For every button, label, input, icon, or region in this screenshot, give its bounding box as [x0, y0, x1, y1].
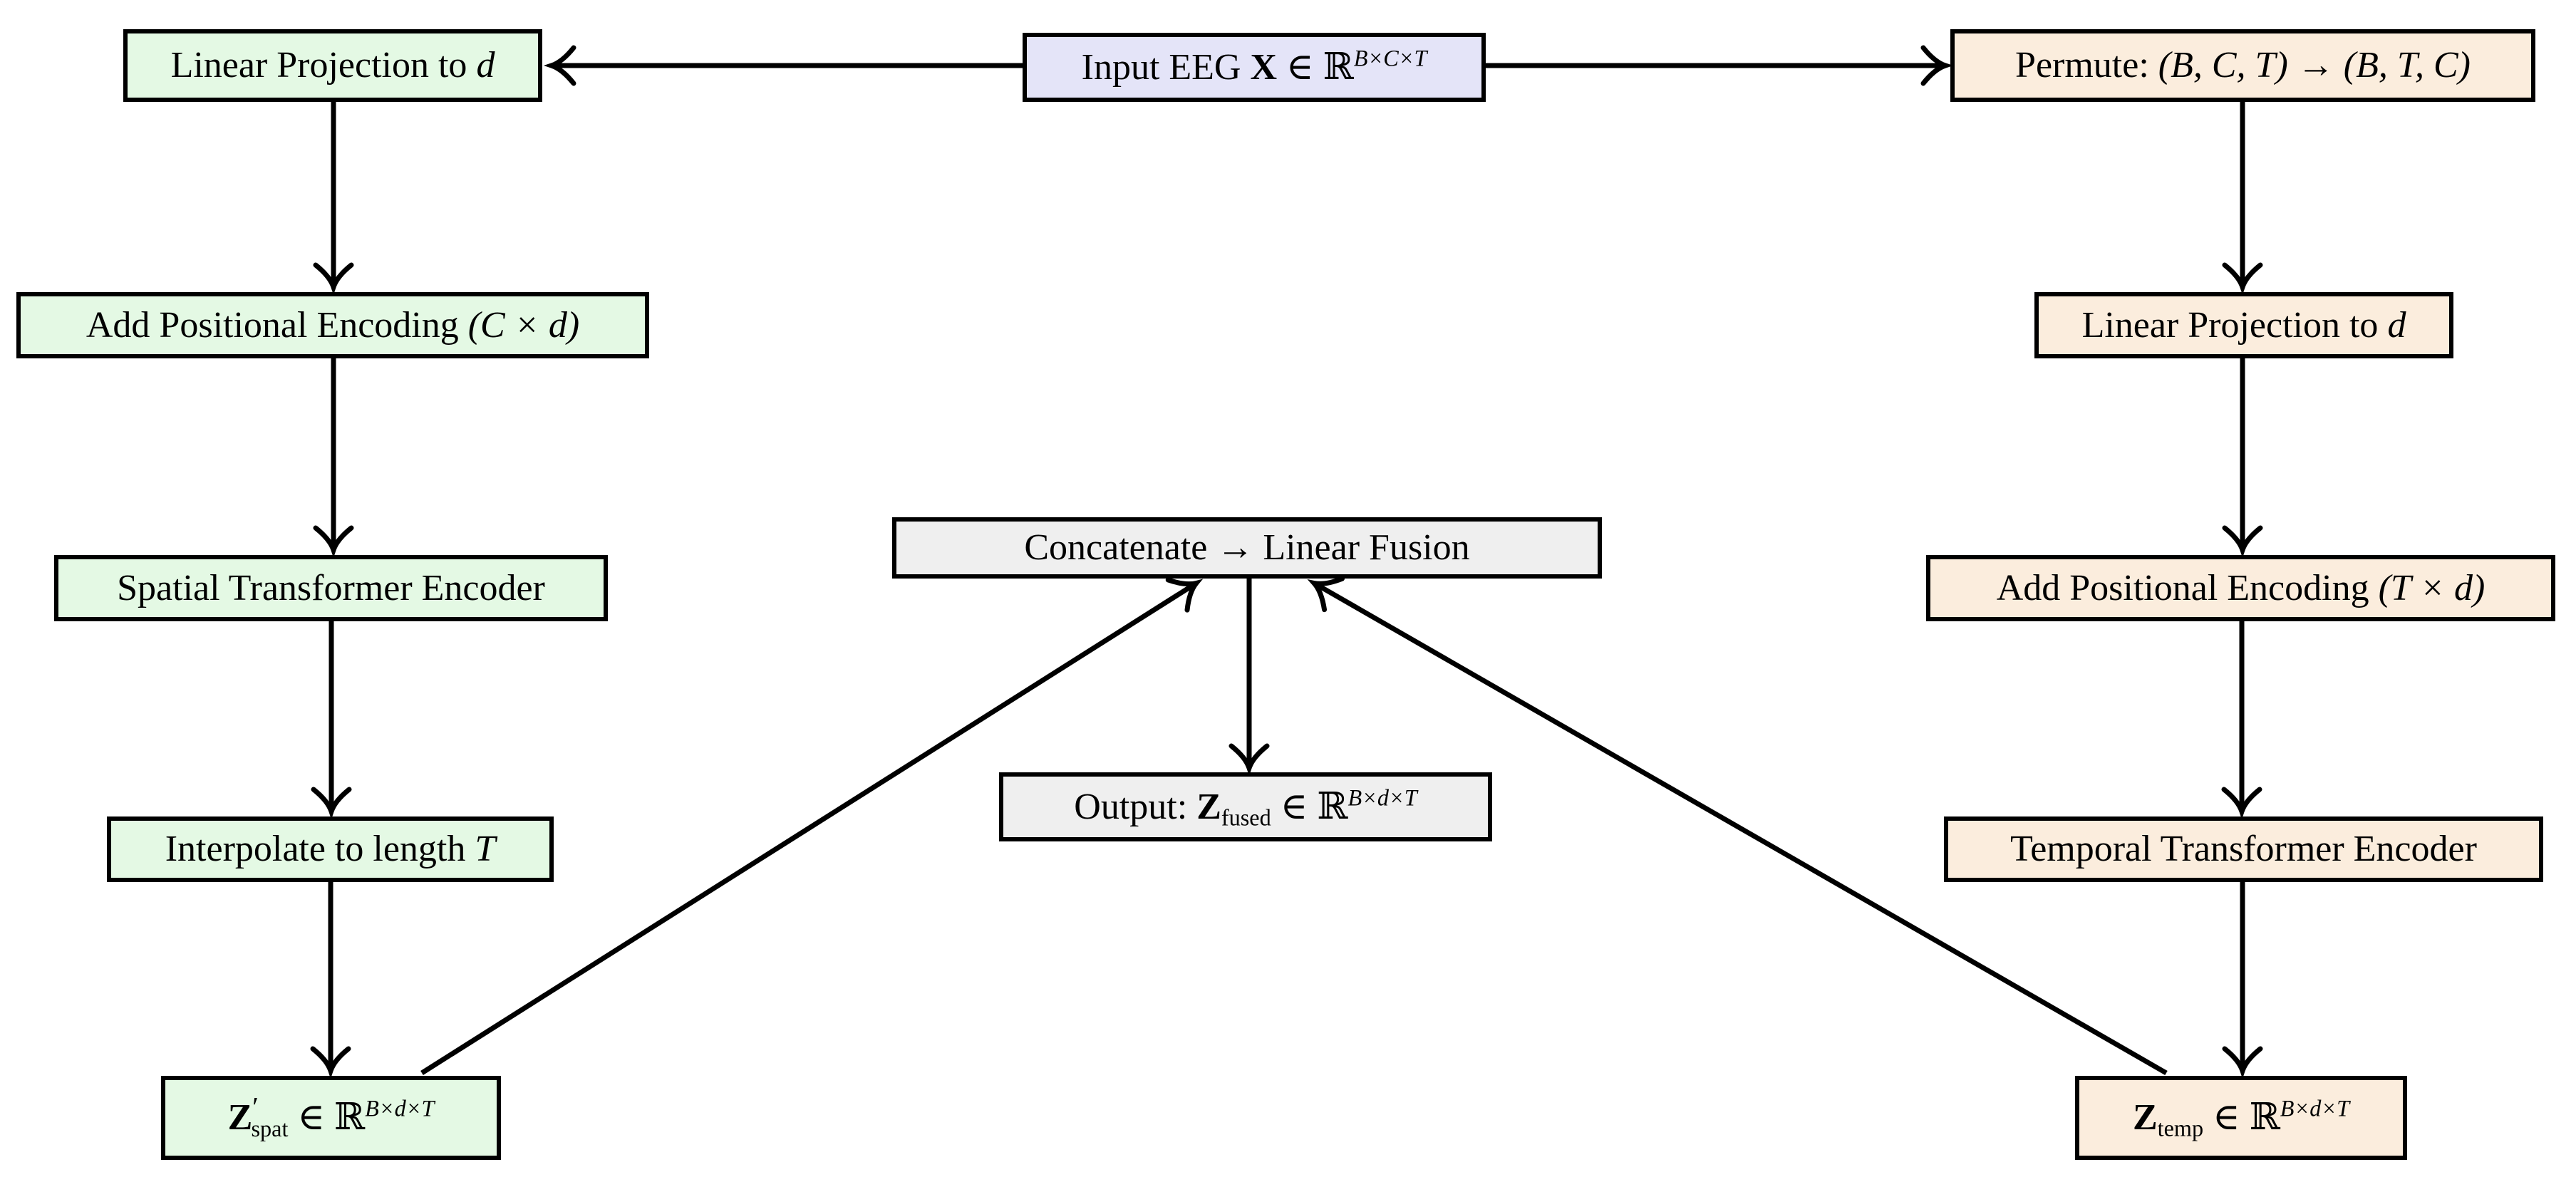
label-dimensions: B×d×T: [365, 1095, 435, 1121]
label-shape-to: (B, T, C): [2343, 45, 2471, 85]
node-label: Input EEG X ∈ ℝB×C×T: [1081, 46, 1427, 88]
label-text: ∈ ℝ: [288, 1097, 366, 1138]
node-label: Temporal Transformer Encoder: [2010, 829, 2477, 869]
node-spatial-transformer-encoder: Spatial Transformer Encoder: [54, 555, 608, 621]
label-text: Output:: [1074, 786, 1197, 827]
label-arrow: →: [2287, 45, 2344, 85]
label-text: ∈ ℝ: [1277, 46, 1354, 88]
label-text: ∈ ℝ: [2203, 1097, 2280, 1138]
arrow-z-temp-to-concat: [1307, 576, 2168, 1076]
label-text: Add Positional Encoding: [86, 304, 468, 346]
label-text: Add Positional Encoding: [1996, 567, 2379, 608]
node-input-eeg: Input EEG X ∈ ℝB×C×T: [1023, 33, 1486, 102]
label-text: Linear Projection to: [170, 45, 477, 85]
node-label: Interpolate to length T: [165, 831, 496, 868]
node-concatenate-linear-fusion: Concatenate → Linear Fusion: [892, 517, 1602, 579]
node-label: Linear Projection to d: [2081, 304, 2406, 346]
label-dimensions: B×d×T: [2280, 1095, 2350, 1121]
label-text: Interpolate to length: [165, 829, 475, 869]
node-z-temp: Ztemp ∈ ℝB×d×T: [2075, 1076, 2407, 1160]
label-var: T: [475, 829, 496, 869]
node-label: Spatial Transformer Encoder: [117, 567, 545, 608]
label-text: ∈ ℝ: [1271, 786, 1348, 827]
label-dimensions: (C × d): [467, 304, 580, 346]
arrow-z-spat-to-concat: [420, 577, 1204, 1075]
label-text: Input EEG: [1081, 46, 1251, 88]
label-subscript: fused: [1221, 804, 1271, 831]
label-dimensions: B×C×T: [1353, 45, 1427, 71]
label-text: Linear Projection to: [2081, 304, 2388, 346]
label-var: d: [2387, 304, 2406, 346]
node-temporal-transformer-encoder: Temporal Transformer Encoder: [1944, 816, 2543, 882]
node-label: Ztemp ∈ ℝB×d×T: [2132, 1095, 2350, 1140]
label-subscript: spat: [251, 1115, 289, 1141]
label-matrix-symbol: Z: [227, 1097, 253, 1138]
node-output-z-fused: Output: Zfused ∈ ℝB×d×T: [999, 772, 1492, 841]
node-label: Permute: (B, C, T) → (B, T, C): [2015, 47, 2471, 84]
node-add-positional-encoding-spatial: Add Positional Encoding (C × d): [16, 292, 649, 358]
label-matrix-symbol: Z: [1196, 786, 1221, 827]
label-matrix-symbol: Z: [2132, 1097, 2158, 1138]
node-label: Concatenate → Linear Fusion: [1024, 527, 1470, 568]
node-add-positional-encoding-temporal: Add Positional Encoding (T × d): [1926, 555, 2555, 621]
node-interpolate-to-length-t: Interpolate to length T: [107, 816, 554, 882]
node-linear-projection-spatial: Linear Projection to d: [123, 29, 542, 102]
node-permute: Permute: (B, C, T) → (B, T, C): [1950, 29, 2535, 102]
label-shape-from: (B, C, T): [2158, 45, 2288, 85]
label-text: Permute:: [2015, 45, 2158, 85]
label-dimensions: B×d×T: [1348, 784, 1417, 811]
label-subscript: temp: [2157, 1115, 2204, 1141]
node-linear-projection-temporal: Linear Projection to d: [2034, 292, 2453, 358]
node-label: Output: Zfused ∈ ℝB×d×T: [1074, 786, 1417, 829]
node-label: Add Positional Encoding (T × d): [1996, 567, 2486, 608]
node-label: Add Positional Encoding (C × d): [86, 304, 580, 346]
label-var: d: [476, 45, 495, 85]
label-matrix-symbol: X: [1250, 46, 1278, 88]
node-z-spat: Z′spat ∈ ℝB×d×T: [161, 1076, 501, 1160]
label-dimensions: (T × d): [2378, 567, 2486, 608]
node-label: Z′spat ∈ ℝB×d×T: [227, 1094, 435, 1140]
label-prime: ′: [252, 1092, 259, 1123]
node-label: Linear Projection to d: [171, 47, 495, 84]
